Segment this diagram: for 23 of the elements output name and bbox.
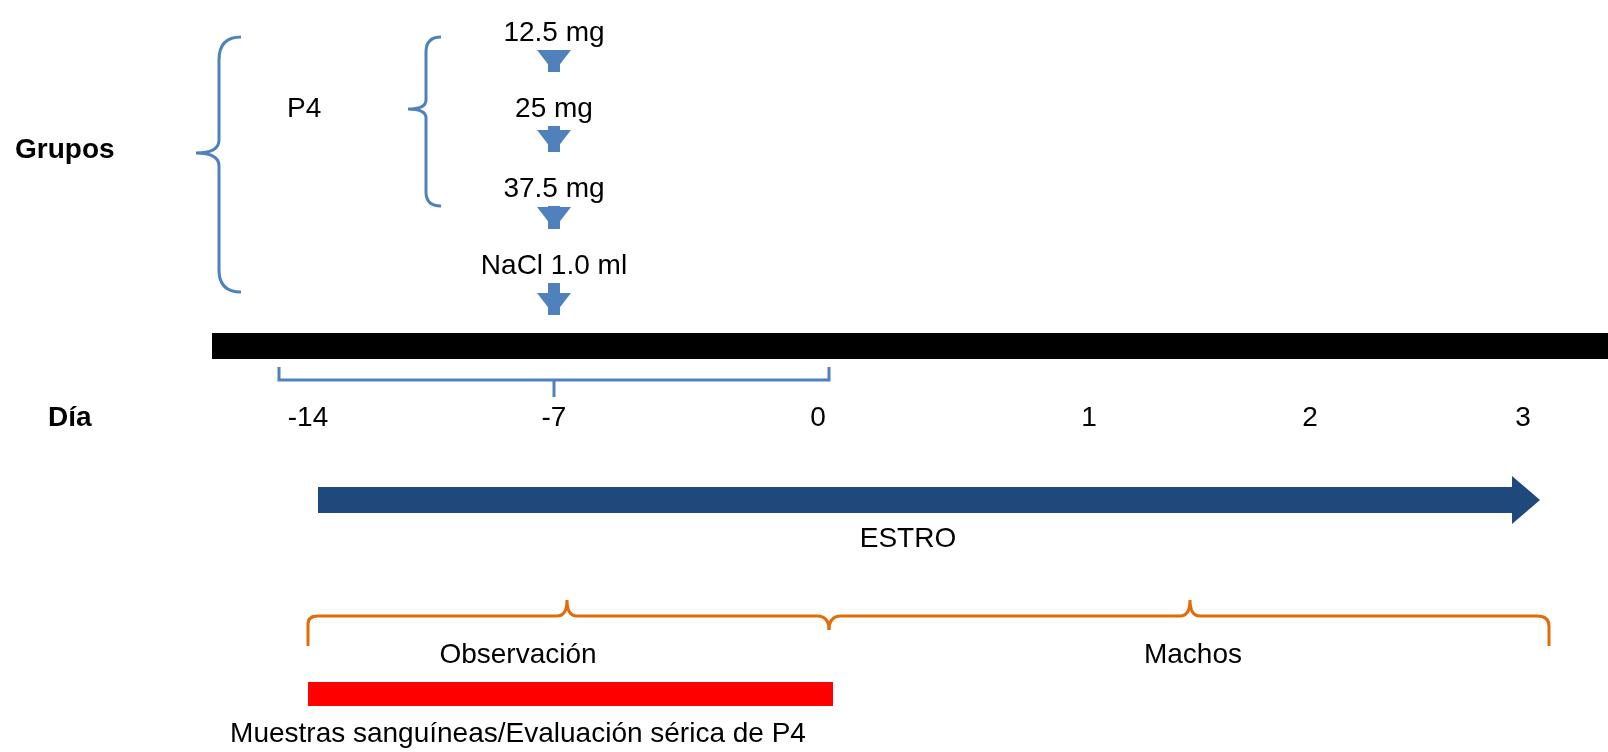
dose-label: 12.5 mg bbox=[474, 14, 634, 50]
sampling-label: Muestras sanguíneas/Evaluación sérica de P4 bbox=[230, 716, 806, 750]
period-label: Machos bbox=[1144, 637, 1242, 671]
arrow bbox=[537, 126, 571, 152]
day-number: -14 bbox=[287, 400, 329, 434]
day-number: 2 bbox=[1302, 400, 1318, 434]
timeline-bar bbox=[212, 333, 1608, 359]
dose-label: NaCl 1.0 ml bbox=[454, 247, 654, 283]
day-number: -7 bbox=[541, 400, 567, 434]
day-number: 1 bbox=[1081, 400, 1097, 434]
arrow bbox=[537, 283, 571, 315]
arrow bbox=[537, 206, 571, 229]
dose-label: 37.5 mg bbox=[474, 170, 634, 206]
arrow bbox=[537, 50, 571, 72]
phase-label: ESTRO bbox=[859, 521, 957, 555]
sampling-bar bbox=[308, 682, 833, 706]
dose-label: 25 mg bbox=[474, 90, 634, 126]
day-number: 3 bbox=[1515, 400, 1531, 434]
row-label: Día bbox=[48, 400, 92, 434]
group-label: P4 bbox=[287, 91, 322, 125]
row-label: Grupos bbox=[15, 132, 115, 166]
day-number: 0 bbox=[810, 400, 826, 434]
period-label: Observación bbox=[439, 637, 597, 671]
